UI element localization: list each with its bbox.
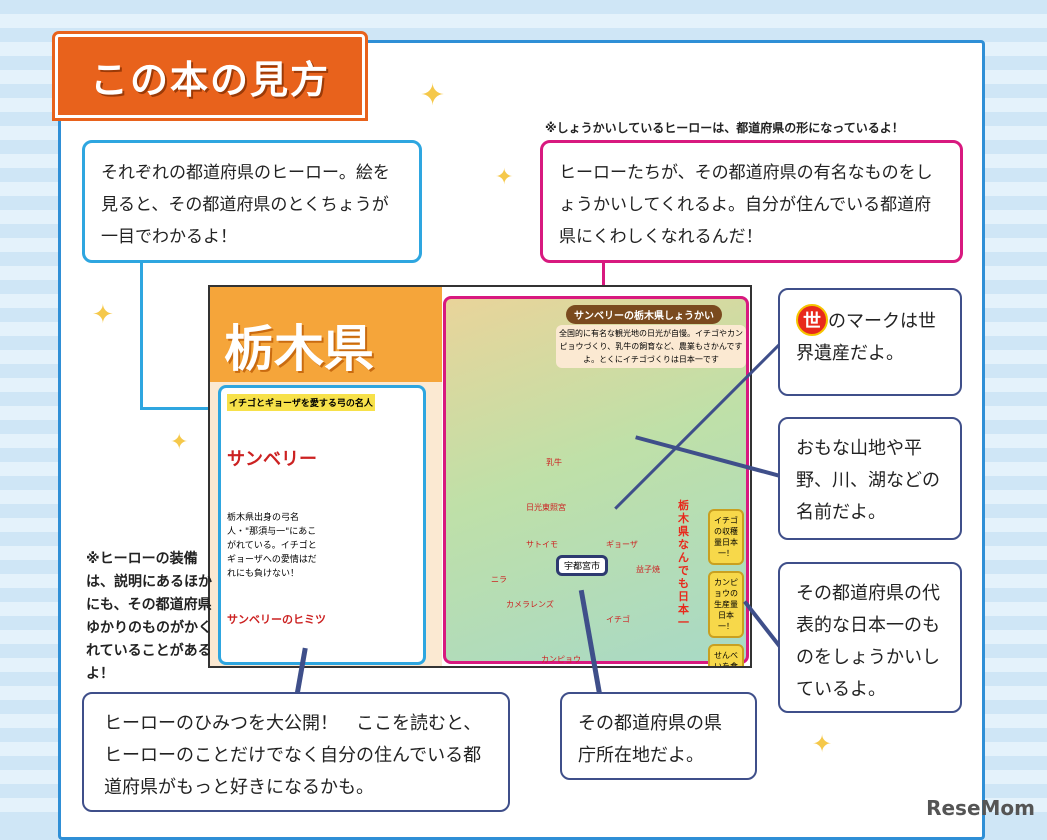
sparkle-icon: ✦ [495,165,514,190]
world-heritage-mark-icon: 世 [796,304,828,336]
hero-tagline: イチゴとギョーザを愛する弓の名人 [227,394,375,411]
sparkle-icon: ✦ [170,430,189,455]
book-spread-example: 栃木県 イチゴとギョーザを愛する弓の名人 サンベリー 栃木県出身の弓名人・"那須… [208,285,752,668]
map-panel: サンベリーの栃木県しょうかい 全国的に有名な観光地の日光が自慢。イチゴやカンピョ… [443,296,749,666]
map-label: 益子焼 [636,565,660,574]
map-intro: 全国的に有名な観光地の日光が自慢。イチゴやカンピョウづくり、乳牛の飼育など、農業… [556,325,746,368]
connector-line [140,407,220,410]
map-label: 日光東照宮 [526,503,566,512]
map-label: ニラ [491,575,507,584]
sparkle-icon: ✦ [420,78,446,113]
map-label: カンピョウ [541,655,581,664]
callout-text: のマークは世界遺産だよ。 [796,311,936,364]
sparkle-icon: ✦ [92,300,114,330]
connector-line [140,263,143,409]
nippon-item: イチゴの収穫量日本一！ [708,509,744,565]
callout-world-heritage: 世のマークは世界遺産だよ。 [778,288,962,396]
watermark-logo: ReseMom [926,796,1035,820]
nippon-item: せんべいを食べる量日本一！ [708,644,744,666]
page-title: この本の見方 [55,34,365,118]
hero-name: サンベリー [227,449,317,470]
hero-panel: イチゴとギョーザを愛する弓の名人 サンベリー 栃木県出身の弓名人・"那須与一"に… [218,385,426,665]
prefecture-title: 栃木県 [224,320,374,378]
nippon-item: カンピョウの生産量日本一！ [708,571,744,638]
hero-description: 栃木県出身の弓名人・"那須与一"にあこがれている。イチゴとギョーザへの愛情はだれ… [227,513,317,579]
callout-nippon-ichi: その都道府県の代表的な日本一のものをしょうかいしているよ。 [778,562,962,713]
callout-intro: ヒーローたちが、その都道府県の有名なものをしょうかいしてくれるよ。自分が住んでい… [540,140,963,263]
connector-line [602,263,605,293]
secret-heading: サンベリーのヒミツ [227,613,326,626]
map-label: サトイモ [526,540,558,549]
map-label: ギョーザ [606,540,638,549]
map-label: イチゴ [606,615,630,624]
sparkle-icon: ✦ [812,730,833,758]
nippon-banner: 栃木県なんでも日本一 [678,499,689,629]
hero-page: 栃木県 イチゴとギョーザを愛する弓の名人 サンベリー 栃木県出身の弓名人・"那須… [210,287,442,666]
capital-label: 宇都宮市 [556,555,609,576]
callout-capital: その都道府県の県庁所在地だよ。 [560,692,757,780]
map-label: カメラレンズ [506,600,554,609]
side-note: ※ヒーローの装備は、説明にあるほかにも、その都道府県ゆかりのものがかくれているこ… [86,551,212,682]
map-heading: サンベリーの栃木県しょうかい [566,305,722,324]
callout-secret: ヒーローのひみつを大公開！ ここを読むと、ヒーローのことだけでなく自分の住んでい… [82,692,510,812]
top-note: ※しょうかいしているヒーローは、都道府県の形になっているよ！ [545,121,904,135]
map-label: 乳牛 [546,458,562,467]
nippon-ichi-list: イチゴの収穫量日本一！ カンピョウの生産量日本一！ せんべいを食べる量日本一！ [708,509,744,666]
callout-geography: おもな山地や平野、川、湖などの名前だよ。 [778,417,962,540]
callout-hero: それぞれの都道府県のヒーロー。絵を見ると、その都道府県のとくちょうが一目でわかる… [82,140,422,263]
